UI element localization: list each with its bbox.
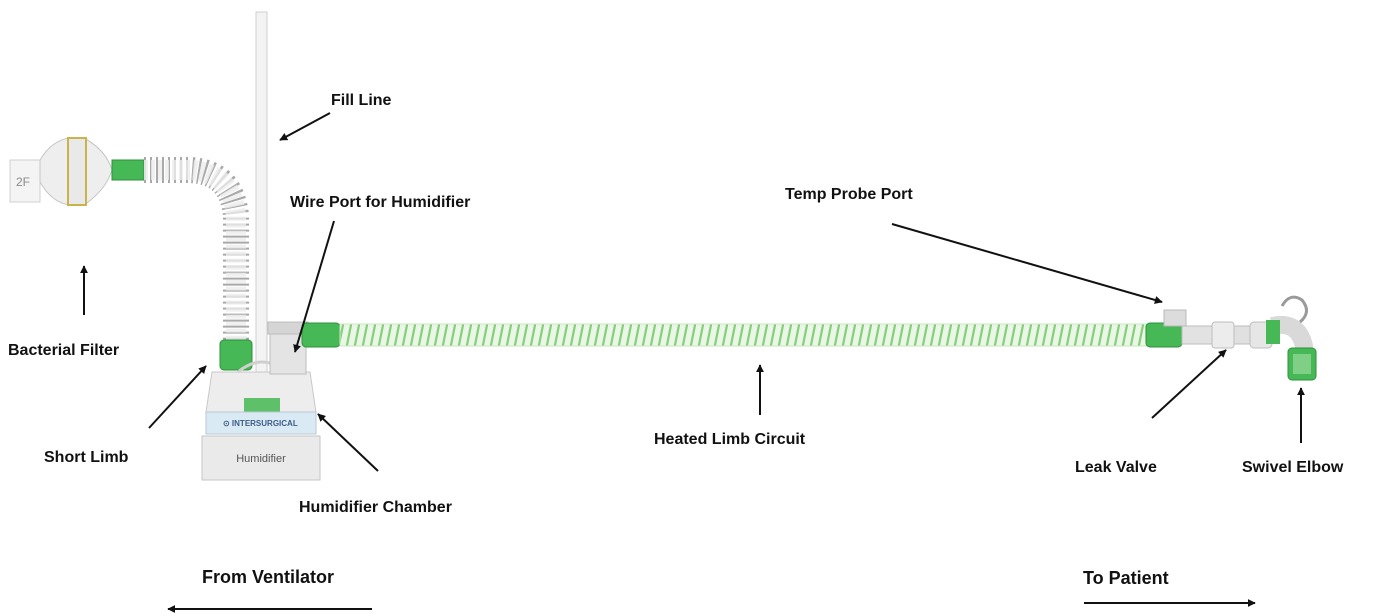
fill-line-label: Fill Line xyxy=(331,92,392,109)
bacterial-filter-label: Bacterial Filter xyxy=(8,342,120,359)
temp-probe-port-label: Temp Probe Port xyxy=(785,186,913,203)
humidifier-text: Humidifier xyxy=(236,453,286,465)
temp-probe-arrow xyxy=(891,223,1163,304)
short-limb-label: Short Limb xyxy=(44,449,129,466)
swivel-elbow xyxy=(1266,295,1317,381)
humidifier-chamber: ⊙ INTERSURGICAL xyxy=(205,321,317,435)
short-limb-arrow xyxy=(148,365,207,429)
swivel-elbow-label: Swivel Elbow xyxy=(1242,459,1344,476)
wire-port-label: Wire Port for Humidifier xyxy=(290,194,471,211)
short-limb-tube xyxy=(144,157,253,371)
fill-line-tube xyxy=(255,11,268,391)
leak-valve-arrow xyxy=(1151,349,1227,419)
to-patient-label: To Patient xyxy=(1083,568,1169,588)
heated-limb-circuit-label: Heated Limb Circuit xyxy=(654,431,806,448)
leak-valve-label: Leak Valve xyxy=(1075,459,1157,476)
humidifier-chamber-arrow xyxy=(317,413,379,472)
fill-line-arrow xyxy=(279,112,331,141)
heated-limb-tube xyxy=(301,322,1183,348)
from-ventilator-label: From Ventilator xyxy=(202,567,335,587)
svg-text:2F: 2F xyxy=(16,175,30,189)
humidifier-chamber-label: Humidifier Chamber xyxy=(299,499,452,516)
wire-port-arrow xyxy=(293,220,335,353)
bacterial-filter: 2F xyxy=(9,137,145,206)
humidifier-base: Humidifier xyxy=(201,435,321,481)
chamber-brand-text: ⊙ INTERSURGICAL xyxy=(223,419,298,428)
